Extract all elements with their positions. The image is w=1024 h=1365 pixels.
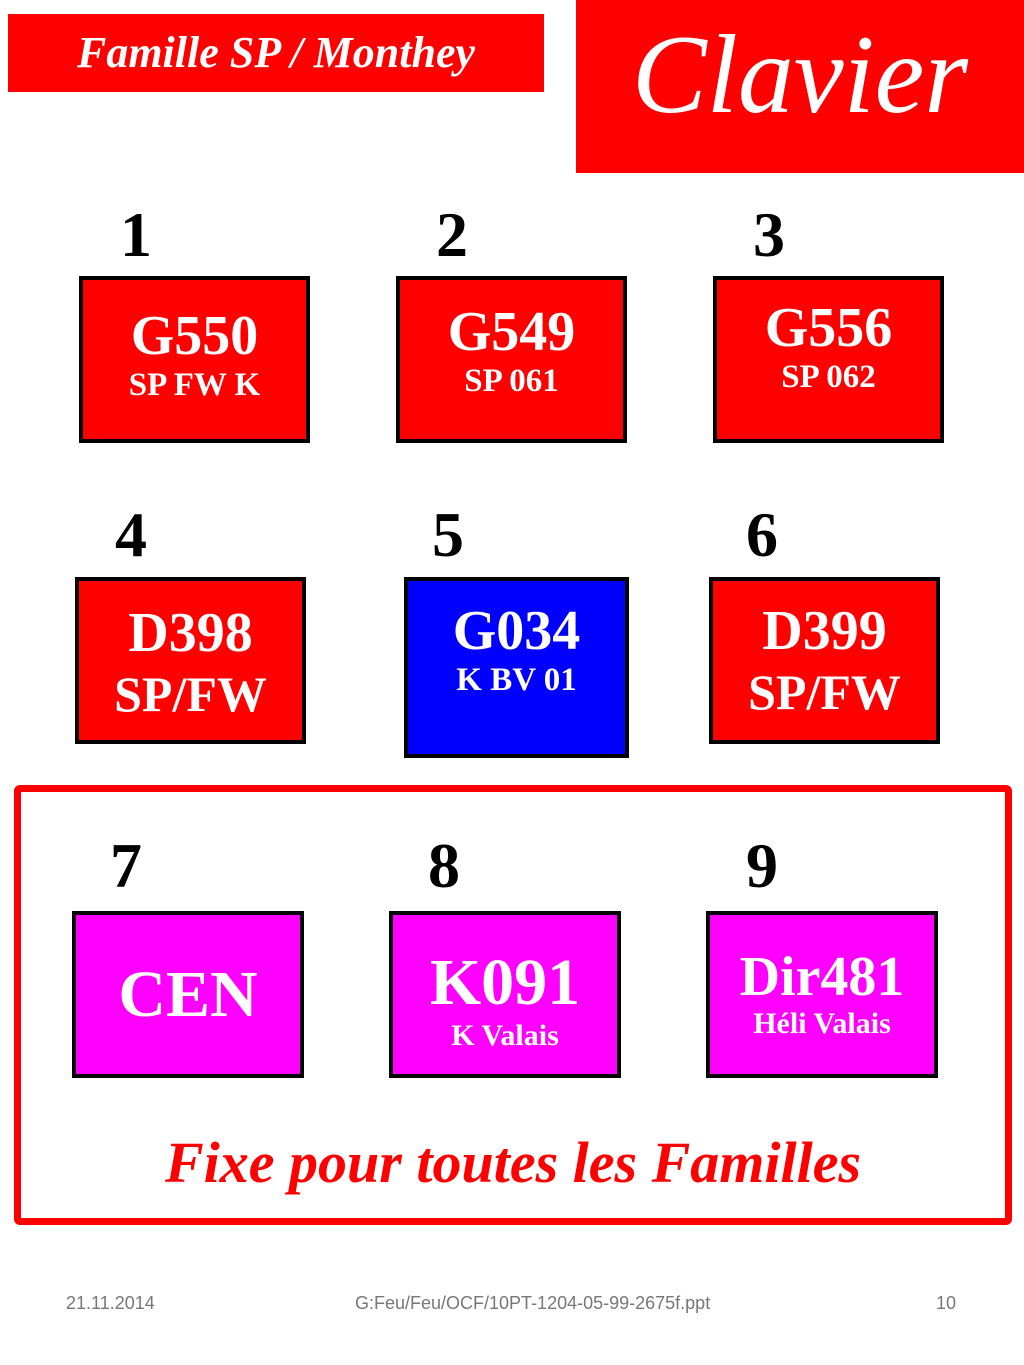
fixed-caption: Fixe pour toutes les Familles (164, 1130, 862, 1195)
footer-page-number: 10 (936, 1293, 957, 1313)
famille-title: Famille SP / Monthey (8, 14, 544, 92)
key-subtitle: K BV 01 (456, 662, 577, 698)
key-subtitle: SP 062 (781, 359, 876, 395)
key-code: G549 (447, 301, 576, 363)
key-subtitle: K Valais (451, 1019, 559, 1052)
key-g556-button[interactable]: G556 SP 062 (713, 276, 944, 443)
key-code: D399 (762, 600, 887, 662)
key-g550-button[interactable]: G550 SP FW K (79, 276, 310, 443)
key-code: CEN (118, 958, 258, 1031)
key-k091-button[interactable]: K091 K Valais (389, 911, 621, 1078)
key-1-number: 1 (120, 199, 152, 270)
key-code: G556 (764, 297, 893, 359)
key-subtitle: SP/FW (748, 664, 901, 720)
key-subtitle: SP/FW (114, 666, 267, 722)
key-4-number: 4 (115, 499, 147, 570)
key-code: D398 (128, 602, 253, 664)
key-subtitle: SP FW K (128, 367, 261, 403)
key-subtitle: Héli Valais (753, 1007, 891, 1040)
key-5-number: 5 (432, 499, 464, 570)
key-7-number: 7 (110, 830, 142, 901)
key-d399-button[interactable]: D399 SP/FW (709, 577, 940, 744)
footer-path: G:Feu/Feu/OCF/10PT-1204-05-99-2675f.ppt (355, 1293, 711, 1313)
key-dir481-button[interactable]: Dir481 Héli Valais (706, 911, 938, 1078)
key-code: G034 (452, 600, 581, 662)
key-subtitle: SP 061 (464, 363, 559, 399)
key-code: Dir481 (739, 946, 905, 1008)
fixed-keys-frame (14, 785, 1012, 1225)
key-2-number: 2 (436, 199, 468, 270)
key-9-number: 9 (746, 830, 778, 901)
key-code: G550 (130, 305, 259, 367)
key-code: K091 (429, 946, 581, 1019)
clavier-title: Clavier (576, 0, 1024, 173)
key-d398-button[interactable]: D398 SP/FW (75, 577, 306, 744)
key-cen-button[interactable]: CEN (72, 911, 304, 1078)
key-8-number: 8 (428, 830, 460, 901)
footer-date: 21.11.2014 (66, 1293, 155, 1313)
key-6-number: 6 (746, 499, 778, 570)
key-3-number: 3 (753, 199, 785, 270)
key-g034-button[interactable]: G034 K BV 01 (404, 577, 629, 758)
key-g549-button[interactable]: G549 SP 061 (396, 276, 627, 443)
